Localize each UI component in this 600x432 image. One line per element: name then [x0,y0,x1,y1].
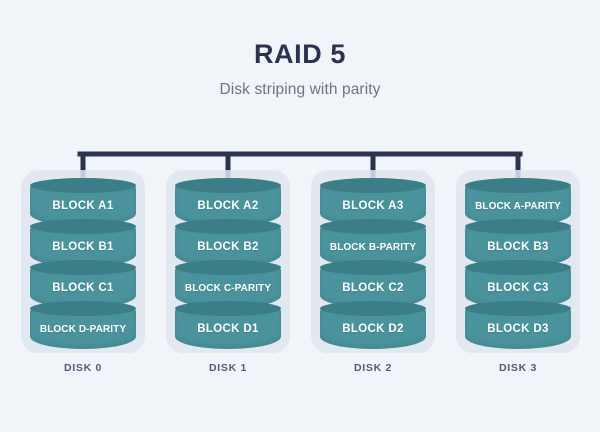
diagram-header: RAID 5 Disk striping with parity [0,39,600,99]
block-cylinder[interactable]: BLOCK A2 [175,178,281,226]
disk-label: DISK 0 [63,362,103,374]
platter-group: BLOCK A3 BLOCK B-PARITY BLOCK C2 BLOCK D… [320,178,426,349]
block-label: BLOCK A-PARITY [475,200,561,212]
block-label: BLOCK D1 [197,323,259,335]
block-cylinder[interactable]: BLOCK B1 [30,219,136,267]
block-label: BLOCK C1 [52,282,114,294]
block-cylinder[interactable]: BLOCK A3 [320,178,426,226]
block-label: BLOCK B1 [52,241,114,253]
platter-group: BLOCK A-PARITY BLOCK B3 BLOCK C3 BLOCK D… [465,178,571,349]
page-title: RAID 5 [253,39,347,69]
block-cylinder[interactable]: BLOCK C3 [465,260,571,308]
block-label: BLOCK C3 [487,282,549,294]
disk-label: DISK 2 [353,362,393,374]
block-cylinder[interactable]: BLOCK A1 [30,178,136,226]
block-cylinder-parity[interactable]: BLOCK B-PARITY [320,219,426,267]
page-subtitle: Disk striping with parity [219,80,381,98]
disk-label: DISK 3 [498,362,538,374]
block-cylinder[interactable]: BLOCK C1 [30,260,136,308]
block-cylinder[interactable]: BLOCK C2 [320,260,426,308]
block-cylinder[interactable]: BLOCK D1 [175,301,281,349]
block-label: BLOCK D-PARITY [39,323,127,335]
block-label: BLOCK A1 [52,200,114,212]
block-cylinder-parity[interactable]: BLOCK C-PARITY [175,260,281,308]
platter-group: BLOCK A1 BLOCK B1 BLOCK C1 BLOCK D-PARIT… [30,178,136,349]
platter-group: BLOCK A2 BLOCK B2 BLOCK C-PARITY BLOCK D… [175,178,281,349]
block-cylinder-parity[interactable]: BLOCK A-PARITY [465,178,571,226]
block-label: BLOCK A2 [197,200,259,212]
block-label: BLOCK D3 [487,323,549,335]
block-cylinder[interactable]: BLOCK D3 [465,301,571,349]
disk-label: DISK 1 [208,362,248,374]
block-label: BLOCK B-PARITY [329,241,417,253]
block-cylinder[interactable]: BLOCK B2 [175,219,281,267]
block-cylinder[interactable]: BLOCK B3 [465,219,571,267]
block-label: BLOCK C2 [342,282,404,294]
block-label: BLOCK A3 [342,200,404,212]
disk-array: BLOCK A1 BLOCK B1 BLOCK C1 BLOCK D-PARIT… [0,170,600,385]
block-label: BLOCK B2 [197,241,259,253]
block-label: BLOCK D2 [342,323,404,335]
block-label: BLOCK C-PARITY [184,282,272,294]
block-label: BLOCK B3 [487,241,549,253]
block-cylinder[interactable]: BLOCK D2 [320,301,426,349]
block-cylinder-parity[interactable]: BLOCK D-PARITY [30,301,136,349]
